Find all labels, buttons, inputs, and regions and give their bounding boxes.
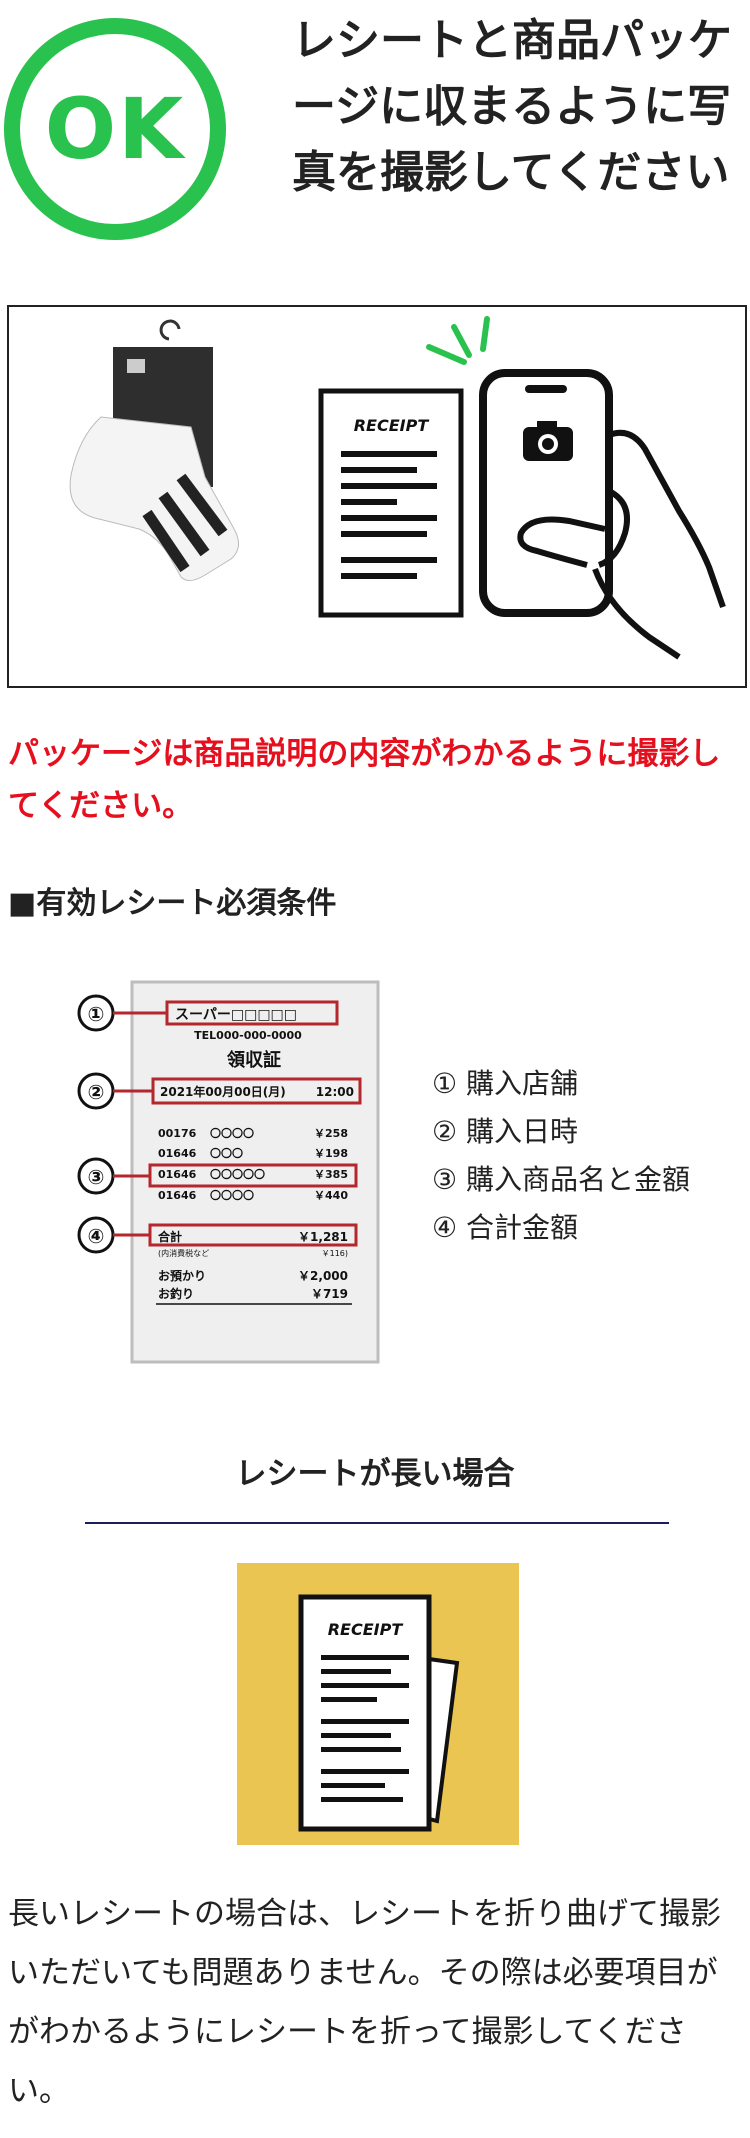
socks-package-icon [69, 319, 239, 581]
marker-2-label: ② [88, 1080, 105, 1104]
condition-item: ④ 合計金額 [432, 1211, 579, 1244]
receipt-date: 2021年00月00日(月) [160, 1084, 286, 1099]
marker-1-label: ① [88, 1002, 105, 1026]
item-name: 〇〇〇〇 [210, 1188, 254, 1202]
condition-item: ② 購入日時 [432, 1115, 579, 1148]
folded-receipt-illustration: RECEIPT [237, 1563, 519, 1845]
receipt-total-value: ￥1,281 [298, 1230, 348, 1244]
receipt-total-label: 合計 [158, 1229, 182, 1244]
ok-badge-text: OK [44, 80, 186, 178]
sample-receipt-figure: ① スーパー□□□□□ TEL000-000-0000 領収証 ② 2021年0… [70, 980, 390, 1365]
marker-4-label: ④ [88, 1224, 105, 1248]
item-name: 〇〇〇〇〇 [210, 1167, 265, 1181]
receipt-time: 12:00 [316, 1085, 354, 1099]
hand-icon [517, 429, 726, 660]
item-code: 01646 [158, 1147, 197, 1160]
datetime-highlight [151, 1077, 362, 1105]
total-highlight [148, 1223, 358, 1247]
sparkle-icon [426, 316, 490, 365]
condition-item: ③ 購入商品名と金額 [432, 1163, 691, 1196]
item-name: 〇〇〇〇 [210, 1126, 254, 1140]
store-highlight [165, 1000, 339, 1026]
receipt-deposit-value: ￥2,000 [298, 1269, 348, 1283]
smartphone-camera-icon [479, 369, 613, 617]
item-highlight [148, 1163, 358, 1188]
folded-receipt-icon: RECEIPT [298, 1594, 460, 1832]
ok-badge: OK [4, 18, 226, 240]
item-price: ￥440 [314, 1189, 348, 1202]
item-price: ￥385 [314, 1168, 348, 1181]
required-conditions-list: ① 購入店舗 ② 購入日時 ③ 購入商品名と金額 ④ 合計金額 [432, 1060, 690, 1252]
long-receipt-heading: レシートが長い場合 [235, 1456, 515, 1492]
item-price: ￥198 [314, 1147, 348, 1160]
receipt-tax-value: ￥116) [322, 1249, 348, 1258]
photo-guide-illustration: RECEIPT [7, 305, 747, 688]
item-price: ￥258 [314, 1127, 348, 1140]
photo-guide-svg: RECEIPT [69, 316, 726, 660]
item-code: 01646 [158, 1189, 197, 1202]
item-code: 00176 [158, 1127, 197, 1140]
receipt-tax-label: (内消費税など [158, 1248, 209, 1258]
marker-3-label: ③ [88, 1165, 105, 1189]
receipt-change-value: ￥719 [311, 1287, 348, 1301]
receipt-tel: TEL000-000-0000 [194, 1029, 302, 1042]
long-receipt-label: RECEIPT [328, 1620, 404, 1639]
item-name: 〇〇〇 [210, 1146, 243, 1160]
receipt-title: 領収証 [227, 1049, 281, 1071]
long-receipt-description: 長いレシートの場合は、レシートを折り曲げて撮影いただいても問題ありません。その際… [8, 1896, 721, 2109]
receipt-paper [130, 980, 380, 1364]
illustration-receipt-label: RECEIPT [354, 416, 430, 435]
required-conditions-heading: ■有効レシート必須条件 [8, 886, 337, 921]
receipt-icon: RECEIPT [318, 388, 464, 618]
receipt-change-label: お釣り [158, 1286, 194, 1301]
ok-title: レシートと商品パッケージに収まるように写真を撮影してください [292, 15, 732, 198]
receipt-deposit-label: お預かり [158, 1269, 206, 1283]
condition-item: ① 購入店舗 [432, 1067, 579, 1100]
package-warning-note: パッケージは商品説明の内容がわかるように撮影してください。 [8, 736, 721, 824]
sample-receipt-svg: ① スーパー□□□□□ TEL000-000-0000 領収証 ② 2021年0… [77, 980, 380, 1364]
receipt-store: スーパー□□□□□ [175, 1007, 297, 1023]
heading-divider [85, 1522, 669, 1524]
item-code: 01646 [158, 1168, 197, 1181]
